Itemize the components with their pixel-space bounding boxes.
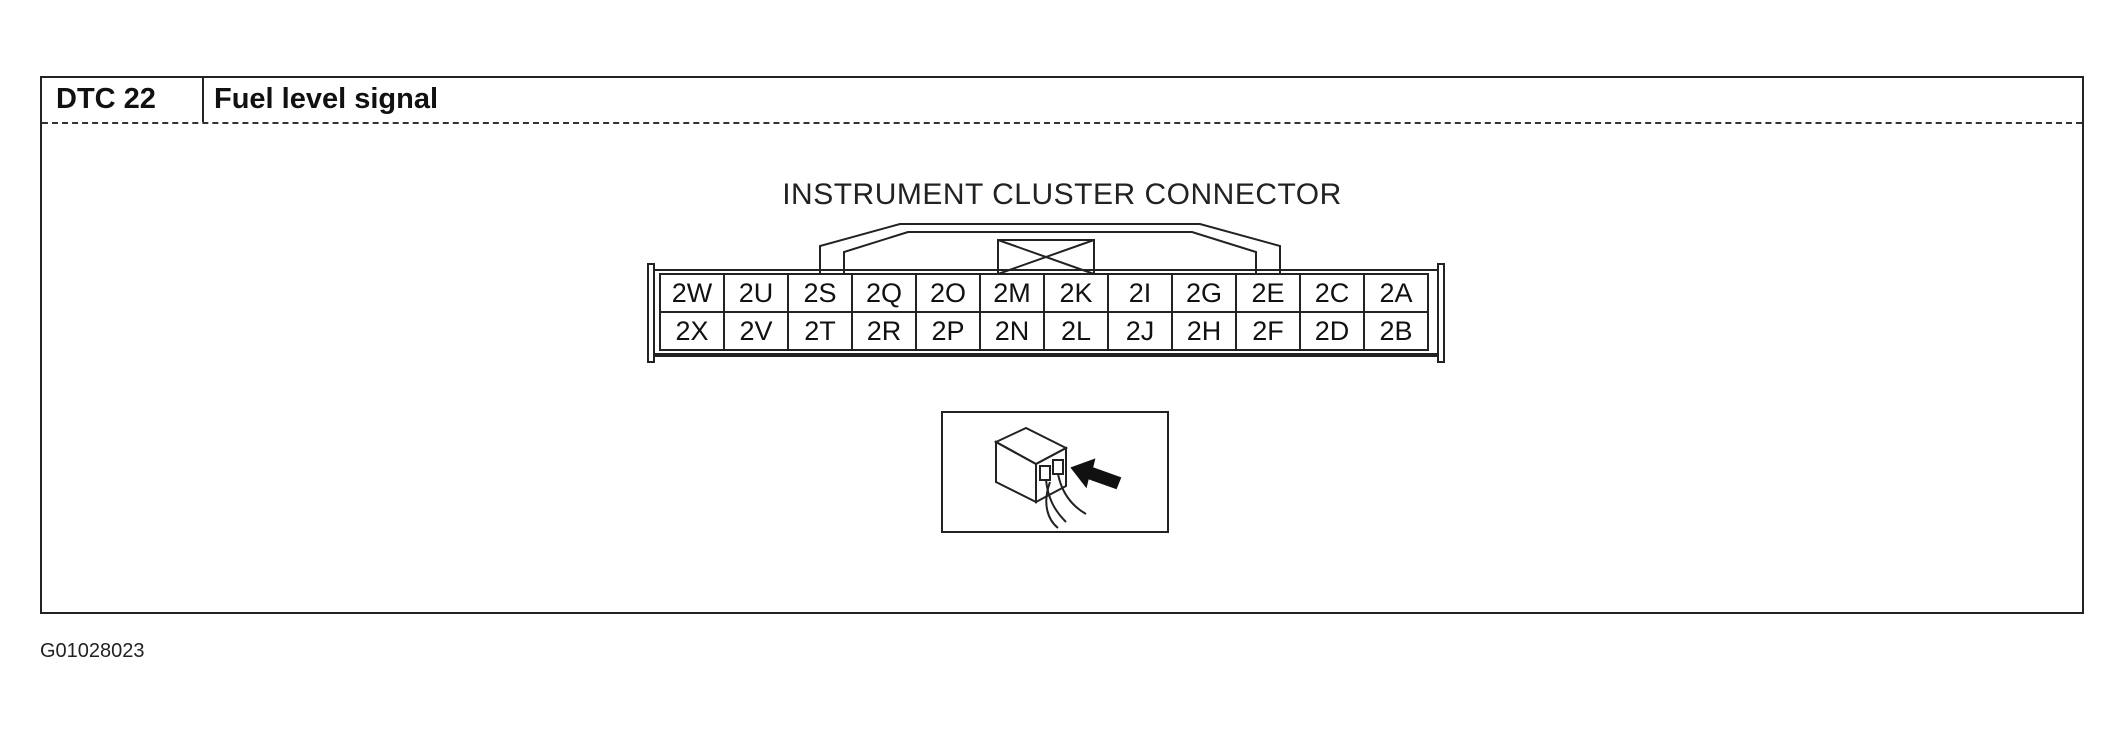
- pin-cell: [1363, 311, 1429, 351]
- pin-label: 2Q: [866, 278, 902, 308]
- connector-diagram: 2W 2U 2S 2Q 2O 2M 2K 2I 2G 2E 2C 2A 2X 2V 2T 2R 2P 2N 2L 2J…: [647, 223, 1445, 533]
- pin-label: 2C: [1315, 278, 1350, 308]
- pin-label: 2N: [995, 316, 1030, 346]
- probe-direction-arrow-icon: [1070, 458, 1122, 490]
- pin-label: 2L: [1061, 316, 1091, 346]
- jumper-wire: [819, 223, 1281, 274]
- pin-label: 2O: [930, 278, 966, 308]
- pin-label: 2M: [993, 278, 1031, 308]
- pin-label: 2J: [1126, 316, 1155, 346]
- pin-label: 2U: [739, 278, 774, 308]
- pin-label: 2P: [931, 316, 964, 346]
- pin-label: 2G: [1186, 278, 1222, 308]
- pin-label: 2R: [867, 316, 902, 346]
- pin-label: 2B: [1379, 316, 1412, 346]
- figure-id: G01028023: [40, 640, 145, 662]
- view-direction-inset: [941, 411, 1169, 533]
- pin-label: 2V: [739, 316, 772, 346]
- connector-body: [647, 263, 1445, 363]
- pin-label: 2W: [672, 278, 713, 308]
- crossed-terminal-cover: [997, 239, 1095, 275]
- pin-label: 2X: [675, 316, 708, 346]
- header-divider: [202, 78, 204, 122]
- pin-label: 2A: [1379, 278, 1412, 308]
- connector-housing-icon: [993, 426, 1087, 529]
- pin-label: 2K: [1059, 278, 1092, 308]
- pin-label: 2H: [1187, 316, 1222, 346]
- pin-label: 2D: [1315, 316, 1350, 346]
- dtc-panel: DTC 22 Fuel level signal INSTRUMENT CLUS…: [40, 76, 2084, 614]
- dtc-header: DTC 22 Fuel level signal: [42, 78, 2082, 124]
- pin-label: 2T: [804, 316, 836, 346]
- pin-label: 2S: [803, 278, 836, 308]
- pin-label: 2I: [1129, 278, 1152, 308]
- dtc-code: DTC 22: [56, 83, 156, 115]
- dtc-title: Fuel level signal: [214, 83, 439, 115]
- pin-label: 2E: [1251, 278, 1284, 308]
- pin-label: 2F: [1252, 316, 1284, 346]
- connector-title: INSTRUMENT CLUSTER CONNECTOR: [782, 178, 1342, 211]
- pin-grid: 2W 2U 2S 2Q 2O 2M 2K 2I 2G 2E 2C 2A 2X 2V 2T 2R 2P 2N 2L 2J…: [659, 273, 1429, 351]
